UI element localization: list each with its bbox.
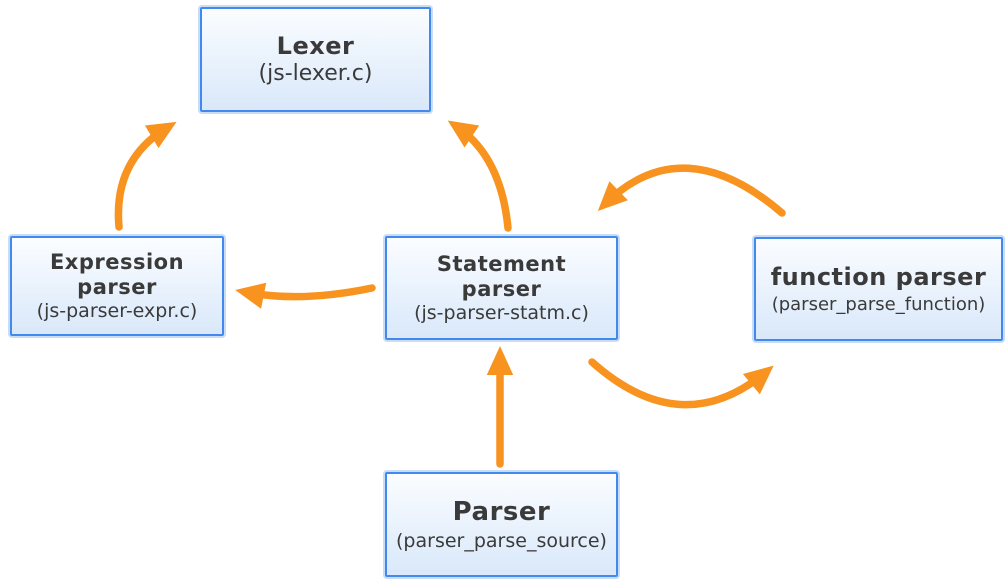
node-statement-parser-title-line2: parser	[461, 276, 542, 301]
arrow-statement-to-function	[588, 358, 774, 409]
node-statement-parser-title-line1: Statement	[436, 252, 567, 277]
node-statement-parser: Statement parser (js-parser-statm.c)	[385, 236, 618, 340]
arrow-function-to-statement	[597, 164, 786, 217]
node-statement-parser-code: (js-parser-statm.c)	[414, 301, 589, 324]
node-expression-parser-code: (js-parser-expr.c)	[36, 299, 198, 322]
node-lexer-code: (js-lexer.c)	[258, 60, 373, 86]
node-parser-code: (parser_parse_source)	[396, 529, 607, 552]
node-expression-parser: Expression parser (js-parser-expr.c)	[10, 236, 224, 336]
node-expression-parser-title-line1: Expression	[49, 250, 185, 275]
node-function-parser-title: function parser	[770, 263, 987, 292]
arrow-statement-to-expression	[235, 282, 376, 309]
node-parser-title: Parser	[452, 496, 551, 527]
arrow-statement-to-lexer	[447, 120, 512, 232]
arrow-expression-to-lexer	[114, 121, 177, 231]
node-function-parser-code: (parser_parse_function)	[771, 293, 986, 315]
node-function-parser: function parser (parser_parse_function)	[754, 237, 1003, 341]
node-parser: Parser (parser_parse_source)	[385, 472, 618, 577]
node-lexer: Lexer (js-lexer.c)	[200, 7, 431, 112]
node-lexer-title: Lexer	[276, 32, 355, 61]
node-expression-parser-title-line2: parser	[77, 274, 157, 299]
